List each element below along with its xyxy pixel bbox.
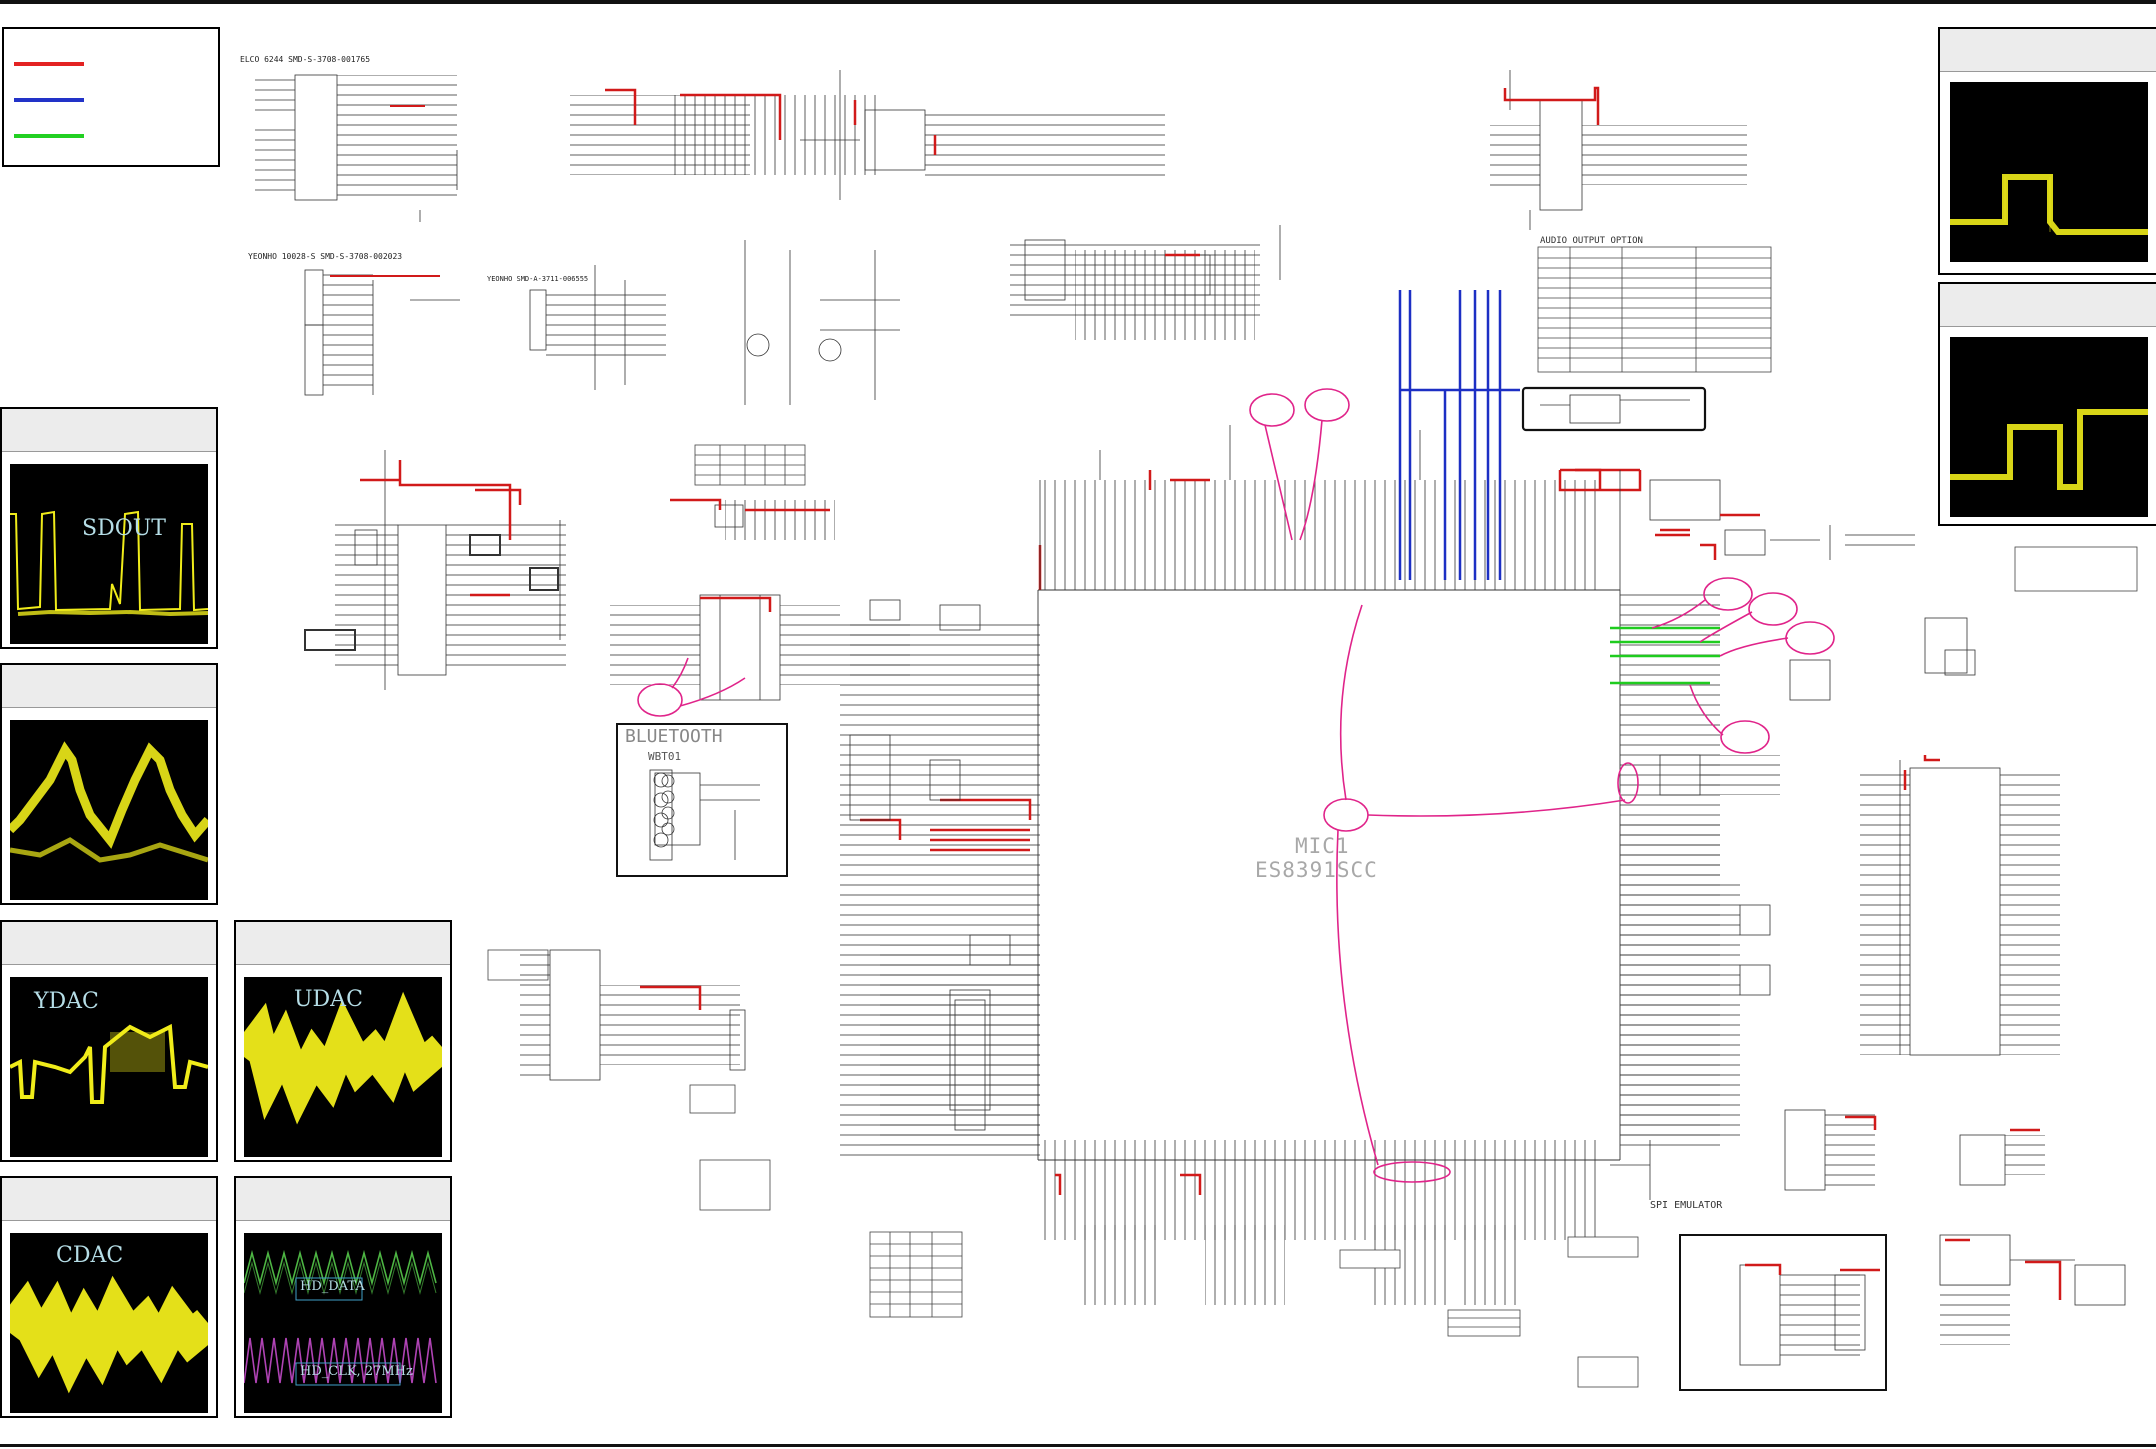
test-point-block: [520, 949, 746, 1081]
waveform-2: [10, 741, 208, 863]
scope-screen-sdout: SDOUT: [10, 464, 208, 644]
scope-screen-ydac: YDAC: [10, 977, 208, 1157]
pll-table: [869, 1231, 963, 1318]
scope-panel-waveform-2: [0, 663, 218, 905]
bluetooth-designator: WBT01: [648, 750, 682, 763]
udac-waveform: [244, 991, 442, 1125]
sdout-waveform: [10, 510, 208, 617]
usb-regulator-bottom-right: [1939, 1234, 2126, 1345]
bottom-border: [0, 1444, 2156, 1447]
audio-output-option-table: [1537, 246, 1772, 373]
misc-wires: [1039, 425, 1831, 1200]
top-border: [0, 0, 2156, 4]
yeonho-connector-block: [304, 269, 460, 396]
scope-panel-header: [236, 1178, 450, 1221]
opamp-block-top: [1010, 225, 1281, 340]
scope-screen-right-bottom: [1950, 337, 2148, 517]
scope-panel-ydac: YDAC: [0, 920, 218, 1162]
right-bottom-waveform: [1950, 409, 2148, 490]
scope-screen-udac: UDAC: [244, 977, 442, 1157]
green-video-lines: [1610, 626, 1720, 685]
right-top-waveform: [1950, 174, 2148, 235]
legend-green-line: [14, 134, 84, 138]
ydac-label: YDAC: [34, 989, 99, 1014]
hd-data-label: HD_DATA: [300, 1279, 365, 1294]
scope-panel-hd: HD_DATA HD_CLK, 27MHz: [234, 1176, 452, 1418]
legend-blue-line: [14, 98, 84, 102]
elco-connector-title: ELCO 6244 SMD-S-3708-001765: [240, 55, 371, 64]
audio-dac-block: [1490, 70, 1747, 230]
scope-screen-cdac: CDAC: [10, 1233, 208, 1413]
scope-panel-header: [1940, 284, 2156, 327]
scope-panel-header: [1940, 29, 2156, 72]
legend-box: [2, 27, 220, 167]
sdout-label: SDOUT: [82, 516, 166, 541]
regulator-block: [714, 500, 835, 540]
left-resistor-ladder: [880, 945, 1040, 1145]
yeonho2-connector: [529, 265, 666, 390]
mic1-chip-name: MIC1: [1295, 834, 1350, 858]
audio-output-option-title: AUDIO OUTPUT OPTION: [1540, 236, 1643, 246]
udac-label: UDAC: [294, 987, 363, 1012]
driver-ic-left: [304, 450, 566, 690]
hd-clk-label: HD_CLK, 27MHz: [300, 1364, 413, 1379]
hd-waveform: [244, 1249, 437, 1386]
bluetooth-title: BLUETOOTH: [625, 726, 723, 747]
scope-screen-2: [10, 720, 208, 900]
scope-panel-header: [2, 409, 216, 452]
scope-panel-right-bottom: [1938, 282, 2156, 526]
flash-ic-right: [1860, 760, 2060, 1056]
reset-ic-box: [1521, 386, 1707, 432]
mic1-chip-part: ES8391SCC: [1255, 858, 1378, 882]
scope-panel-header: [236, 922, 450, 965]
bottom-pull-resistors: [1080, 1225, 1520, 1305]
scope-panel-right-top: [1938, 27, 2156, 275]
scope-panel-udac: UDAC: [234, 920, 452, 1162]
probe-markers: [637, 388, 1835, 1183]
video-driver-stage: [570, 70, 1165, 200]
scope-panel-header: [2, 1178, 216, 1221]
scope-panel-sdout: SDOUT: [0, 407, 218, 649]
scope-screen-right-top: [1950, 82, 2148, 262]
ydac-waveform: [10, 1023, 208, 1104]
bt-connector-area: [610, 594, 840, 701]
transistor-pair: [744, 240, 900, 405]
yeonho-connector-title: YEONHO 10028-S SMD-S-3708-002023: [248, 252, 403, 261]
cdac-waveform: [10, 1275, 208, 1394]
yeonho2-connector-title: YEONHO SMD-A-3711-006555: [487, 275, 589, 283]
spi-emulator-label: SPI EMULATOR: [1650, 1200, 1723, 1211]
scope-panel-header: [2, 665, 216, 708]
cdac-label: CDAC: [56, 1243, 124, 1268]
legend-red-line: [14, 62, 84, 66]
small-tables: [487, 546, 2138, 1388]
scope-screen-hd: HD_DATA HD_CLK, 27MHz: [244, 1233, 442, 1413]
video-output-right: [1620, 479, 1831, 1140]
scope-panel-header: [2, 922, 216, 965]
settings-table-small: [694, 444, 806, 486]
blue-data-bus: [1398, 290, 1520, 580]
scope-panel-cdac: CDAC: [0, 1176, 218, 1418]
right-small-ics: [1784, 530, 2045, 1191]
elco-connector-block: [255, 74, 458, 222]
